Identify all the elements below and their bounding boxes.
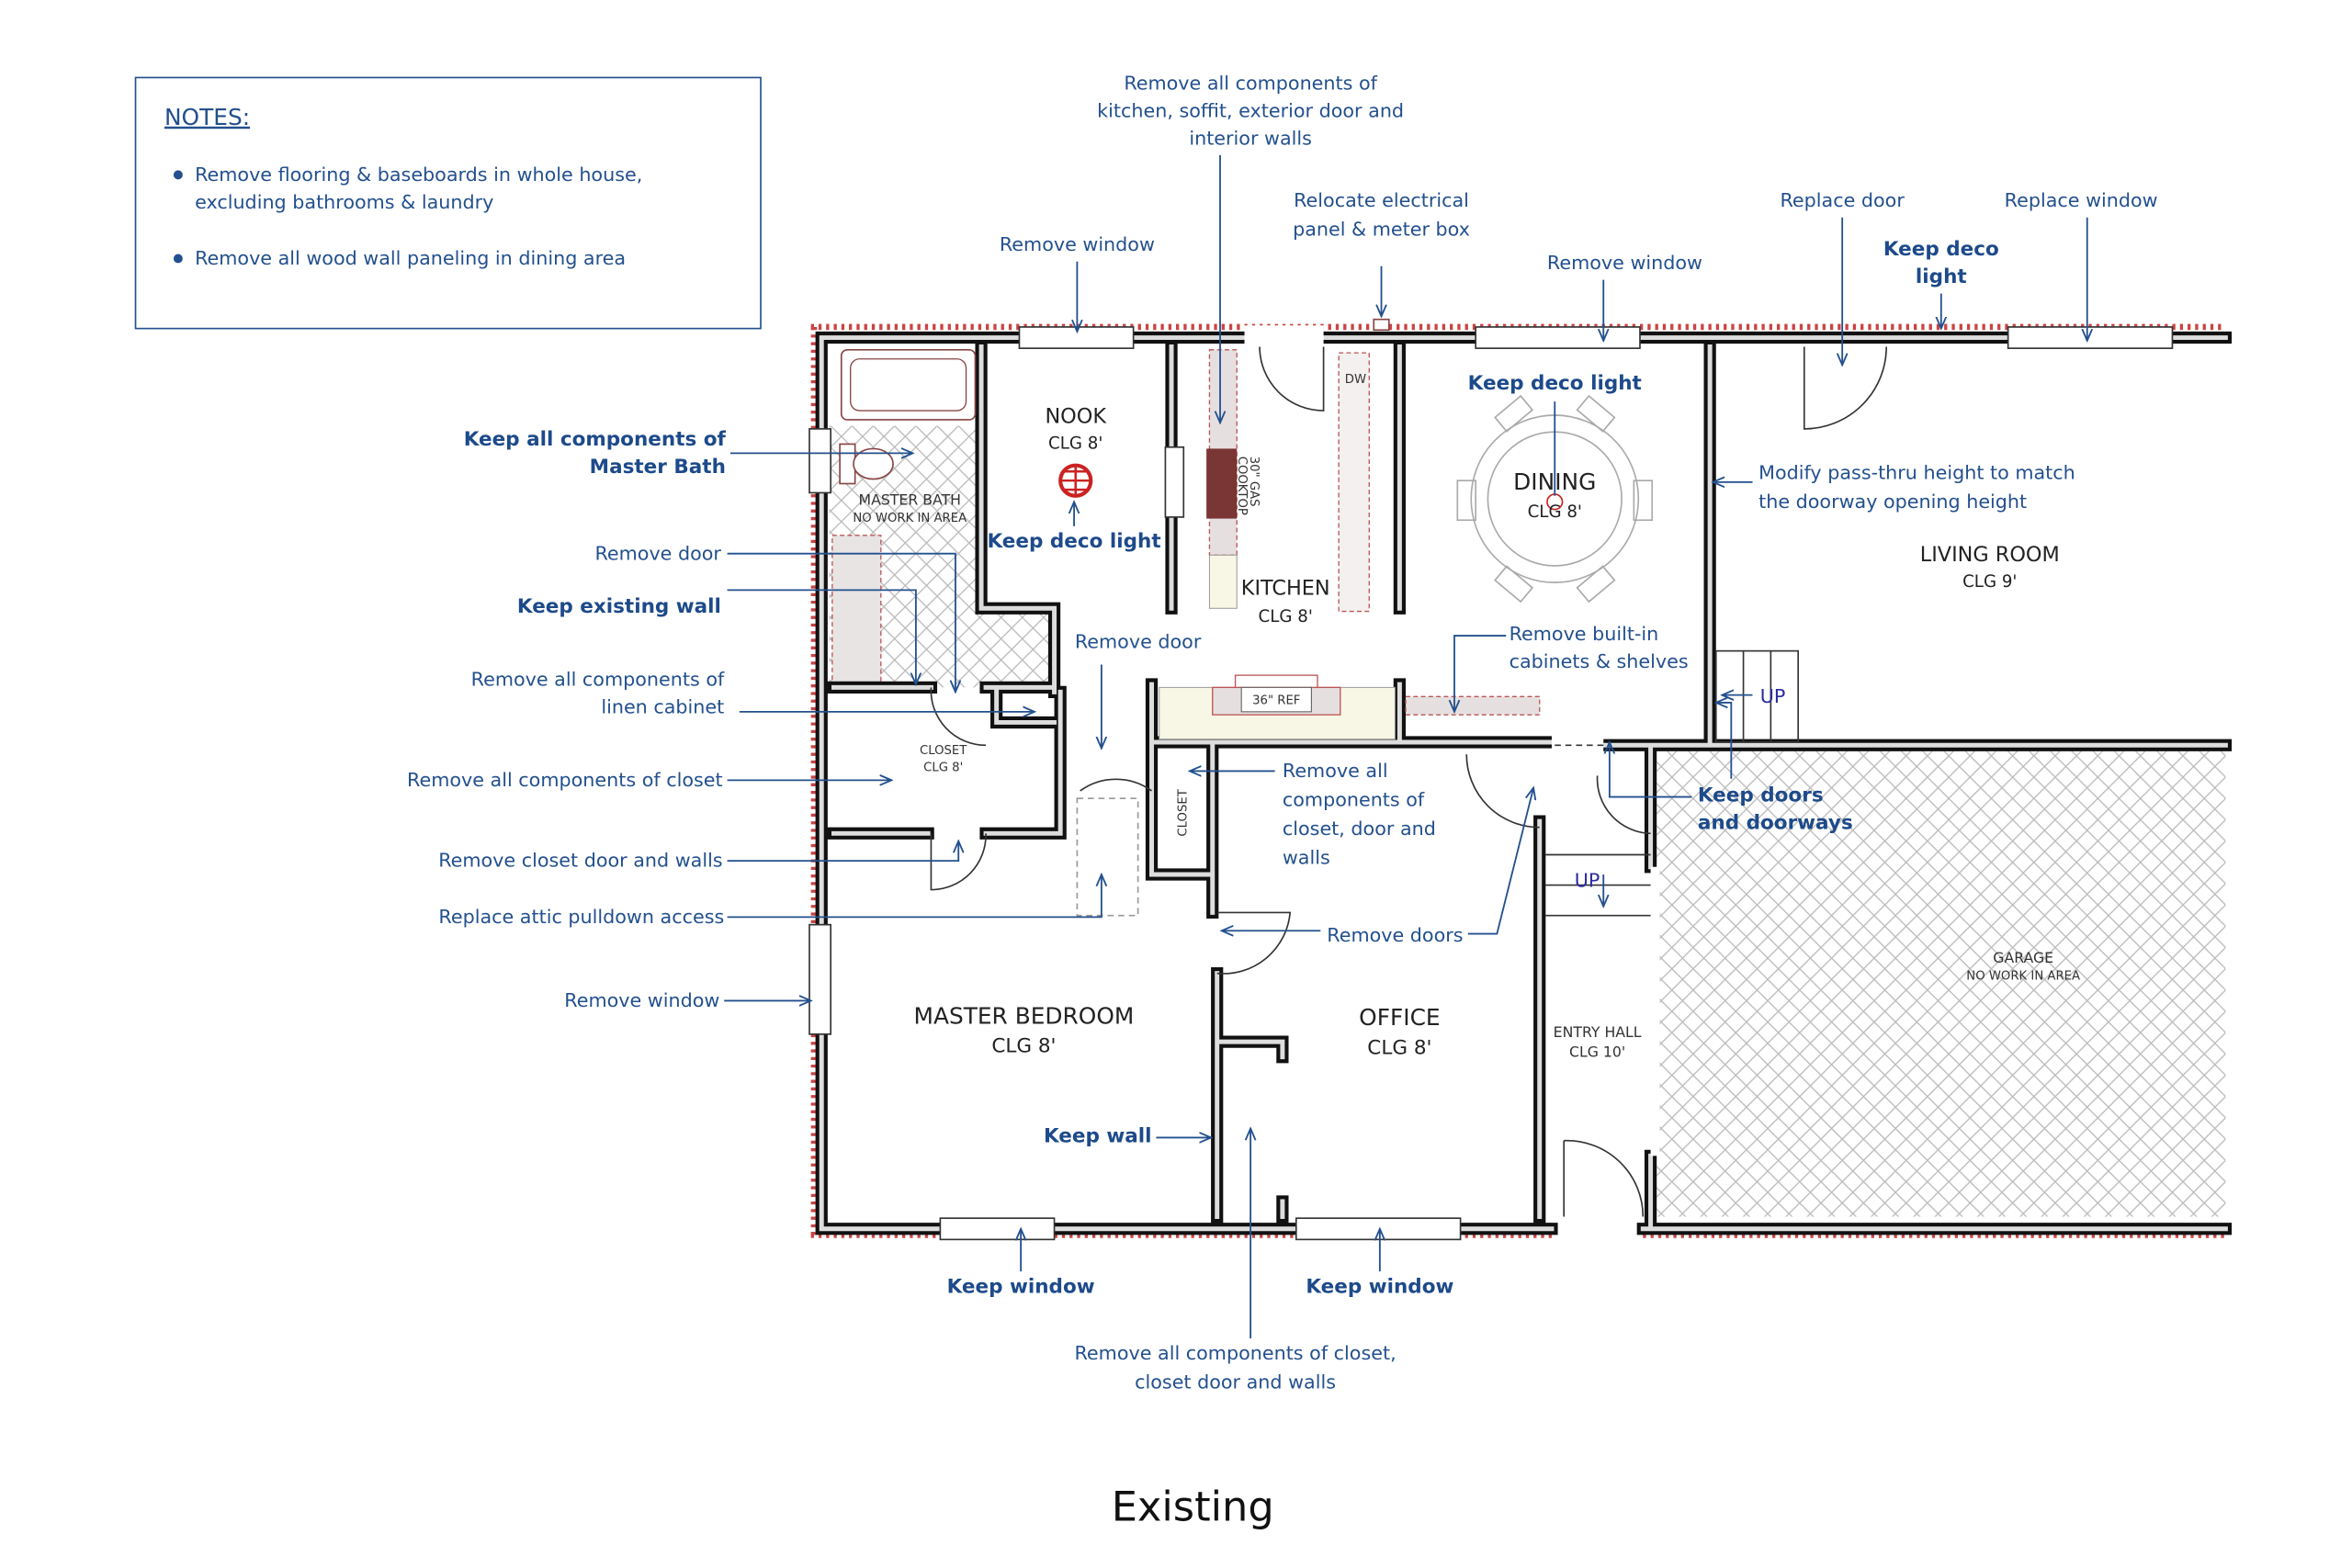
stairs-up-label: UP bbox=[1575, 869, 1600, 891]
annotation-remove-door-bath: Remove door bbox=[594, 542, 721, 564]
annotation-window-bedroom: Remove window bbox=[564, 989, 719, 1011]
room-hall-closet: CLOSET bbox=[1177, 788, 1191, 836]
annotation-remove-doors: Remove doors bbox=[1327, 924, 1463, 946]
stairs-up-label: UP bbox=[1760, 685, 1786, 707]
annotation-remove-door-hall: Remove door bbox=[1075, 630, 1202, 652]
dishwasher-label: DW bbox=[1345, 373, 1366, 387]
vanity bbox=[831, 535, 882, 685]
annotation-keep-deco-dining: Keep deco light bbox=[1468, 372, 1642, 395]
annotation-keep-window-1: Keep window bbox=[947, 1275, 1095, 1298]
stairs bbox=[1714, 649, 1799, 743]
annotation-keep-window-2: Keep window bbox=[1306, 1275, 1453, 1298]
kitchen-fixtures: 30" GASCOOKTOP DW 36" REF bbox=[1159, 349, 1541, 740]
deco-light-icon bbox=[1058, 463, 1093, 498]
annotation-replace-window: Replace window bbox=[2005, 189, 2158, 211]
annotation-keep-deco-nook: Keep deco light bbox=[987, 530, 1160, 553]
refrigerator-label: 36" REF bbox=[1252, 694, 1300, 708]
note-item: Remove all wood wall paneling in dining … bbox=[195, 247, 626, 269]
annotation-closet-door-walls: Remove closet door and walls bbox=[438, 850, 722, 872]
cooktop-label: 30" GASCOOKTOP bbox=[1235, 457, 1261, 515]
annotation-keep-existing-wall: Keep existing wall bbox=[517, 595, 721, 618]
bullet-icon bbox=[173, 170, 183, 180]
bath-fixtures bbox=[839, 348, 977, 485]
caption: Existing bbox=[1112, 1483, 1274, 1531]
annotation-keep-wall: Keep wall bbox=[1044, 1124, 1152, 1147]
notes-title: NOTES: bbox=[164, 104, 250, 130]
annotation-attic: Replace attic pulldown access bbox=[438, 906, 724, 928]
bullet-icon bbox=[173, 254, 183, 264]
notes-box: NOTES: Remove flooring & baseboards in w… bbox=[134, 76, 762, 330]
annotation-window-dining: Remove window bbox=[1547, 252, 1702, 274]
annotation-window-nook: Remove window bbox=[1000, 233, 1155, 255]
annotation-replace-door: Replace door bbox=[1781, 189, 1905, 211]
bath-floor-hatch bbox=[981, 608, 1055, 688]
annotation-office-closet: Remove all components of closet,closet d… bbox=[1074, 1342, 1396, 1393]
garage-floor-hatch bbox=[1657, 750, 2226, 1217]
meter-box-icon bbox=[1373, 318, 1390, 332]
doors bbox=[930, 346, 1888, 1217]
note-item: Remove flooring & baseboards in whole ho… bbox=[195, 164, 642, 213]
annotation-closet-remove: Remove all components of closet bbox=[407, 769, 723, 791]
